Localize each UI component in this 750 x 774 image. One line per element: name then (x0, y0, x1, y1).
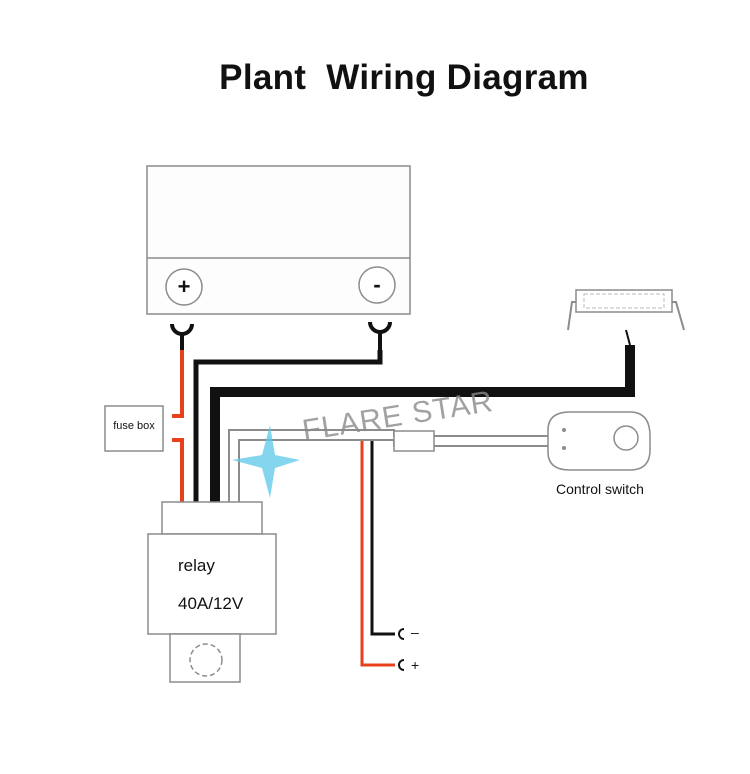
positive-ring-connector (170, 323, 194, 350)
black-ground-wire (193, 350, 383, 502)
diagram-title: Plant Wiring Diagram (219, 58, 589, 97)
switch-plug (393, 430, 435, 452)
battery-positive-terminal: + (165, 268, 203, 306)
watermark-logo-icon (232, 425, 300, 498)
fuse-box-label: fuse box (113, 420, 155, 432)
positive-lead-label: + (411, 657, 420, 673)
black-wire-to-light-bar (210, 345, 635, 502)
control-switch-label: Control switch (556, 481, 644, 497)
switch-cable-upper (228, 429, 548, 502)
red-wire-battery-to-fuse (172, 350, 184, 418)
minus-symbol: - (373, 272, 380, 297)
fuse-box (104, 405, 164, 452)
relay-label: relay (178, 556, 215, 575)
relay-rating: 40A/12V (178, 594, 244, 613)
negative-ring-connector (368, 321, 392, 350)
plus-symbol: + (178, 274, 191, 299)
negative-lead-label: – (411, 624, 419, 640)
red-power-lead (360, 441, 395, 667)
light-bar-icon (567, 289, 685, 346)
battery-negative-terminal: - (358, 266, 396, 304)
positive-lead-terminal (398, 659, 405, 671)
red-wire-fuse-to-relay (172, 438, 184, 502)
relay (147, 501, 277, 683)
negative-lead-terminal (398, 628, 405, 640)
control-switch (547, 411, 651, 471)
black-power-lead (370, 441, 395, 636)
